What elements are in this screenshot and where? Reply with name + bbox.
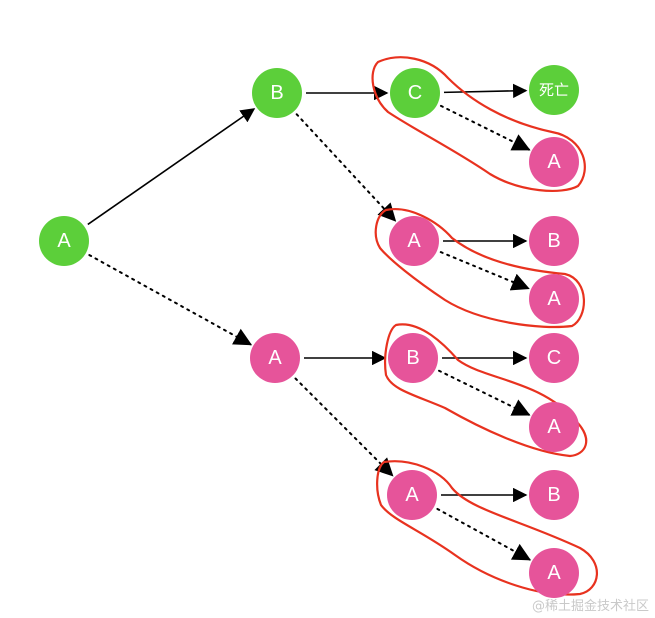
node-label: 死亡 (539, 81, 569, 99)
node-a4: A (529, 274, 579, 324)
node-circle (388, 333, 438, 383)
node-a5: A (529, 402, 579, 452)
node-circle (39, 216, 89, 266)
node-label: A (407, 230, 421, 252)
node-c1: C (390, 68, 440, 118)
node-label: A (405, 484, 419, 506)
edge-b1-to-a3 (295, 113, 397, 222)
highlight-loop-a-a (374, 208, 585, 329)
edge-c1-to-a2 (439, 104, 531, 151)
node-label: C (408, 82, 422, 104)
node-b2: B (529, 216, 579, 266)
node-a7: A (529, 548, 579, 598)
node-label: B (547, 230, 560, 252)
nodes-layer: A B A C 死亡 A A B A B C A A B A (39, 65, 579, 598)
node-circle (389, 216, 439, 266)
node-label: A (268, 347, 282, 369)
edge-a3-to-a4 (439, 251, 530, 291)
node-label: B (547, 484, 560, 506)
node-circle (529, 137, 579, 187)
highlight-loop-b-a (384, 323, 588, 458)
node-b1: B (252, 68, 302, 118)
node-root: A (39, 216, 89, 266)
node-label: B (270, 82, 283, 104)
node-circle (387, 470, 437, 520)
node-b3: B (388, 333, 438, 383)
edge-a1-to-a6 (294, 377, 394, 477)
node-label: C (547, 347, 561, 369)
node-a1: A (250, 333, 300, 383)
edge-root-to-a1 (88, 254, 253, 346)
node-label: A (547, 562, 561, 584)
node-b4: B (529, 470, 579, 520)
node-a3: A (389, 216, 439, 266)
watermark: @稀土掘金技术社区 (531, 599, 649, 614)
node-a2: A (529, 137, 579, 187)
node-circle (529, 470, 579, 520)
node-circle (529, 274, 579, 324)
node-label: B (406, 347, 419, 369)
node-a6: A (387, 470, 437, 520)
highlight-loop-a-a-bottom (376, 460, 598, 596)
node-label: A (547, 416, 561, 438)
node-label: A (547, 288, 561, 310)
node-circle (390, 68, 440, 118)
node-circle (529, 65, 579, 115)
edge-root-to-b1 (87, 108, 256, 226)
node-circle (250, 333, 300, 383)
node-circle (252, 68, 302, 118)
edge-c1-to-death (443, 83, 528, 99)
node-circle (529, 333, 579, 383)
node-circle (529, 402, 579, 452)
node-circle (529, 548, 579, 598)
edges-layer (87, 83, 532, 561)
node-circle (529, 216, 579, 266)
node-c2: C (529, 333, 579, 383)
highlight-loop-c-a (371, 56, 586, 192)
node-label: A (547, 151, 561, 173)
node-death: 死亡 (529, 65, 579, 115)
highlight-layer (371, 56, 598, 596)
node-label: A (57, 230, 71, 252)
edge-b3-to-a5 (438, 369, 531, 416)
